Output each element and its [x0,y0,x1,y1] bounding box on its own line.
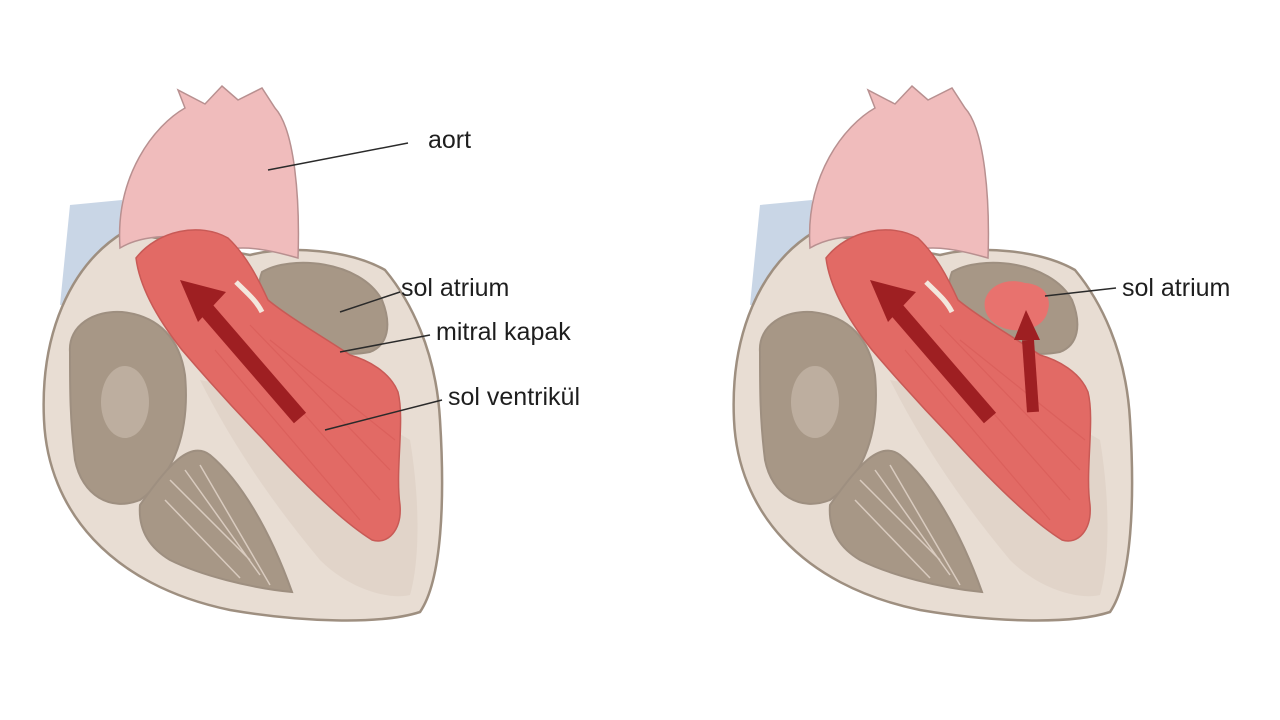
label-left-ventricle: sol ventrikül [448,383,580,411]
leader-left-atrium-2 [1044,287,1117,297]
leader-left-atrium [339,291,401,313]
regurgitant-leak [984,281,1049,331]
leader-left-ventricle [324,399,443,431]
backflow-arrow [1022,339,1039,413]
ejection-arrow [198,302,307,424]
label-left-atrium: sol atrium [401,274,510,302]
heart-normal [41,84,445,623]
leader-mitral-valve [339,334,431,353]
heart-regurgitation [731,84,1135,623]
ejection-arrowhead [870,280,916,322]
leader-aorta [267,142,409,171]
label-aorta: aort [428,126,472,154]
backflow-arrowhead [1014,310,1040,340]
label-left-atrium-regurgitation: sol atrium [1122,274,1231,302]
label-mitral-valve: mitral kapak [436,318,571,346]
ejection-arrow [888,302,997,424]
ejection-arrowhead [180,280,226,322]
